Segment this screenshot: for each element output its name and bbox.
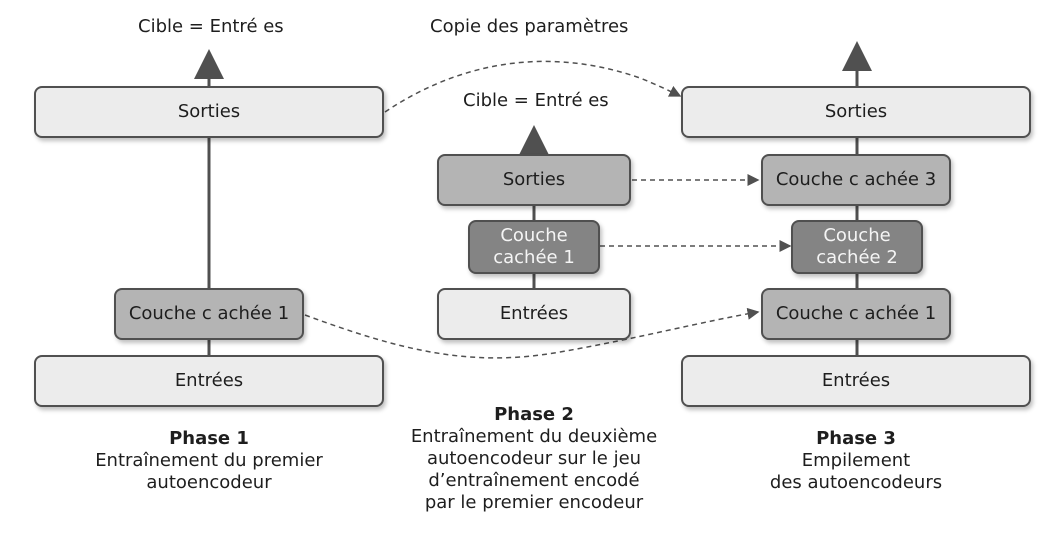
phase2-desc-line3: d’entraînement encodé bbox=[428, 470, 640, 491]
p3-outputs-box: Sorties bbox=[681, 86, 1031, 138]
copy-curve-hidden1 bbox=[304, 307, 760, 359]
phase3-title: Phase 3 bbox=[816, 428, 896, 449]
p2-hidden-layer-box: Couche cachée 1 bbox=[468, 220, 600, 274]
p3-hidden-layer1-label: Couche c achée 1 bbox=[775, 303, 937, 324]
phase2-desc-line4: par le premier encodeur bbox=[424, 492, 644, 513]
p3-inputs-label: Entrées bbox=[821, 370, 891, 391]
p2-hidden-layer-line1: Couche bbox=[500, 225, 568, 246]
phase1-desc-line1: Entraînement du premier bbox=[95, 450, 323, 471]
phase1-caption: Phase 1 Entraînement du premier autoenco… bbox=[59, 428, 359, 494]
p1-hidden-layer-box: Couche c achée 1 bbox=[114, 288, 304, 340]
phase3-desc-line1: Empilement bbox=[801, 450, 911, 471]
p2-hidden-layer-line2: cachée 1 bbox=[493, 247, 575, 268]
phase3-desc-line2: des autoencodeurs bbox=[769, 472, 943, 493]
copy-curve-outputs bbox=[384, 60, 682, 113]
p3-hidden-layer2-box: Couche cachée 2 bbox=[791, 220, 923, 274]
phase1-desc-line2: autoencodeur bbox=[146, 472, 272, 493]
p1-outputs-box: Sorties bbox=[34, 86, 384, 138]
p3-hidden-layer3-label: Couche c achée 3 bbox=[775, 169, 937, 190]
p3-hidden-layer2-line1: Couche bbox=[823, 225, 891, 246]
phase3-caption: Phase 3 Empilement des autoencodeurs bbox=[706, 428, 1006, 494]
phase2-desc-line1: Entraînement du deuxième bbox=[410, 426, 658, 447]
phase2-desc-line2: autoencodeur sur le jeu bbox=[426, 448, 642, 469]
p3-hidden-layer1-box: Couche c achée 1 bbox=[761, 288, 951, 340]
p1-inputs-box: Entrées bbox=[34, 355, 384, 407]
p2-outputs-label: Sorties bbox=[502, 169, 566, 190]
phase2-caption: Phase 2 Entraînement du deuxième autoenc… bbox=[379, 404, 689, 514]
p3-outputs-label: Sorties bbox=[824, 101, 888, 122]
p2-outputs-box: Sorties bbox=[437, 154, 631, 206]
phase2-title: Phase 2 bbox=[494, 404, 574, 425]
phase1-target-label: Cible = Entré es bbox=[138, 16, 284, 37]
p3-inputs-box: Entrées bbox=[681, 355, 1031, 407]
phase1-title: Phase 1 bbox=[169, 428, 249, 449]
p2-inputs-label: Entrées bbox=[499, 303, 569, 324]
p1-hidden-layer-label: Couche c achée 1 bbox=[128, 303, 290, 324]
p1-outputs-label: Sorties bbox=[177, 101, 241, 122]
p3-hidden-layer3-box: Couche c achée 3 bbox=[761, 154, 951, 206]
p1-inputs-label: Entrées bbox=[174, 370, 244, 391]
p2-inputs-box: Entrées bbox=[437, 288, 631, 340]
p3-hidden-layer2-line2: cachée 2 bbox=[816, 247, 898, 268]
copy-parameters-label: Copie des paramètres bbox=[430, 16, 629, 37]
phase2-target-label: Cible = Entré es bbox=[463, 90, 609, 111]
